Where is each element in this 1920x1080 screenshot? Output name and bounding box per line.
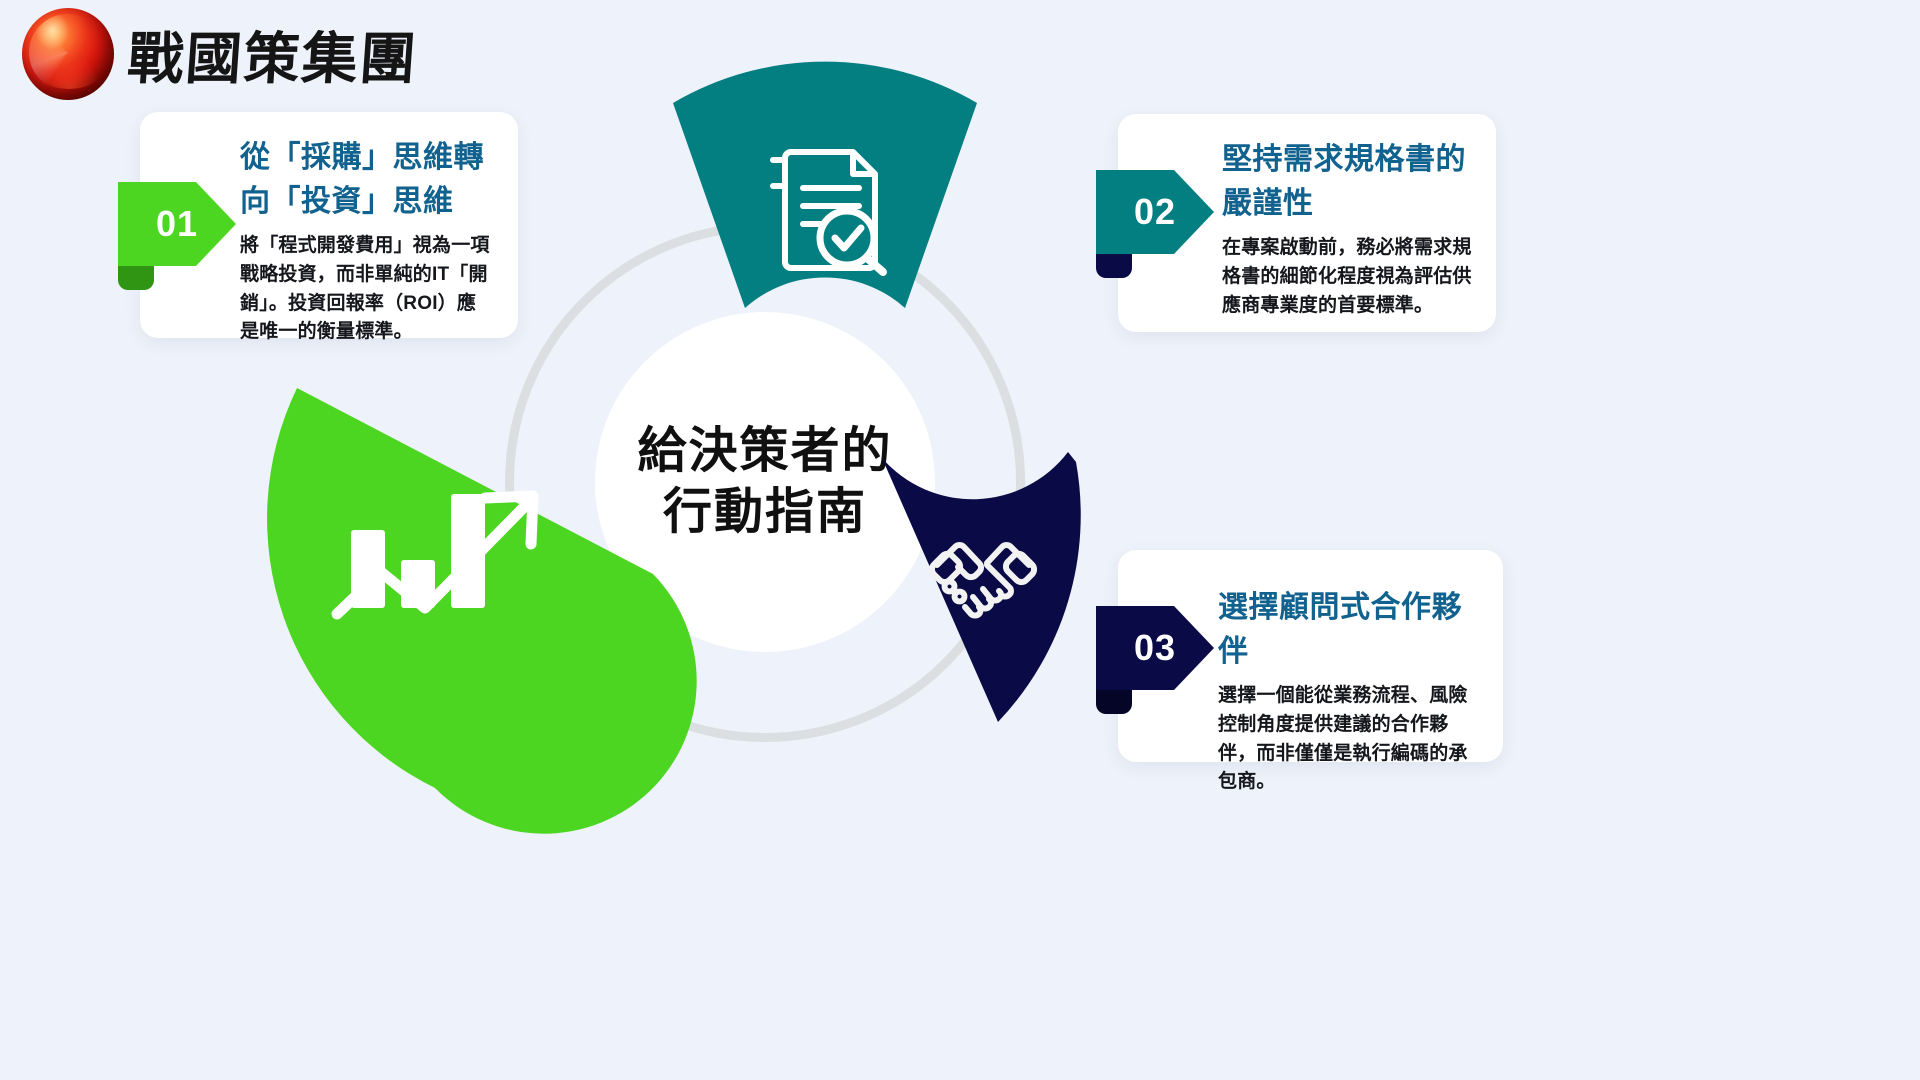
brand-logo: 戰國策集團	[22, 8, 420, 100]
card-02-title: 堅持需求規格書的嚴謹性	[1222, 143, 1466, 221]
document-check-icon	[750, 142, 900, 282]
center-title-line-2: 行動指南	[662, 485, 867, 539]
insight-card-02[interactable]: 堅持需求規格書的嚴謹性 在專案啟動前，務必將需求規格書的細節化程度視為評估供應商…	[1118, 114, 1496, 332]
wedge-top-teal[interactable]	[655, 61, 995, 326]
brand-name: 戰國策集團	[125, 28, 420, 91]
card-03-body: 選擇一個能從業務流程、風險控制角度提供建議的合作夥伴，而非僅僅是執行編碼的承包商…	[1218, 684, 1468, 793]
handshake-icon	[928, 518, 1038, 628]
growth-chart-icon	[331, 468, 563, 648]
center-title-line-1: 給決策者的	[637, 423, 893, 478]
red-sphere-logo-icon	[22, 8, 114, 100]
card-01-body: 將「程式開發費用」視為一項戰略投資，而非單純的IT「開銷」。投資回報率（ROI）…	[240, 234, 490, 343]
card-01-title: 從「採購」思維轉向「投資」思維	[240, 141, 484, 219]
wedge-left-green[interactable]	[267, 378, 697, 834]
card-02-body: 在專案啟動前，務必將需求規格書的細節化程度視為評估供應商專業度的首要標準。	[1222, 236, 1472, 316]
wedge-right-navy[interactable]	[880, 440, 1130, 740]
card-03-title: 選擇顧問式合作夥伴	[1218, 591, 1462, 669]
